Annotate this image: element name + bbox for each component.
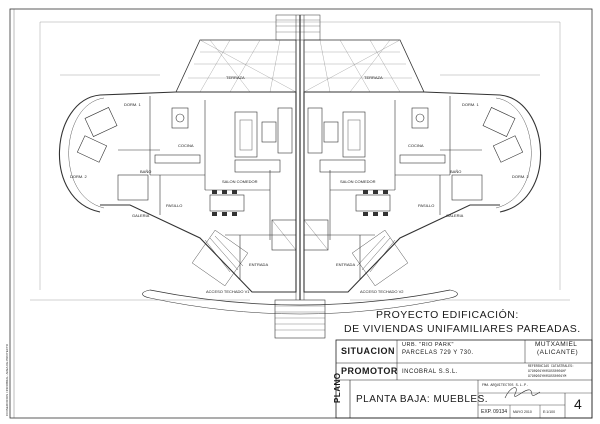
room-salon-left: SALON COMEDOR (222, 179, 258, 184)
situacion-label: SITUACION (341, 346, 395, 356)
promotor-name: INCOBRAL S.S.L. (402, 369, 458, 375)
plano-title: PLANTA BAJA: MUEBLES. (356, 394, 489, 405)
room-entrada-right: ENTRADA (336, 262, 356, 267)
plano-label: PLANO (333, 372, 342, 404)
situacion-refs-label: REFERENCIAS CATASTRALES: (528, 364, 574, 368)
room-terraza-right: TERRAZA (364, 75, 383, 80)
room-entrada-left: ENTRADA (249, 262, 269, 267)
room-acceso-left: ACCESO TECHADO V1 (206, 289, 250, 294)
room-cocina-right: COCINA (408, 143, 424, 148)
project-title-line1: PROYECTO EDIFICACIÓN: (376, 309, 519, 321)
room-galeria-right: GALERIA (446, 213, 464, 218)
room-dorm2-right: DORM. 2 (512, 174, 529, 179)
room-dorm2-left: DORM. 2 (70, 174, 87, 179)
room-cocina-left: COCINA (178, 143, 194, 148)
plano-escala: E:1/100 (543, 410, 556, 414)
room-pasillo-left: PASILLO (166, 203, 183, 208)
dimension-lines (30, 21, 570, 301)
room-acceso-right: ACCESO TECHADO V2 (360, 289, 404, 294)
situacion-address-1: URB. "RIO PARK" (402, 342, 454, 348)
project-title-line2: DE VIVIENDAS UNIFAMILIARES PAREADAS. (344, 323, 581, 335)
title-block (335, 339, 593, 419)
room-pasillo-right: PASILLO (418, 203, 435, 208)
plano-number: 4 (574, 396, 583, 412)
room-terraza-left: TERRAZA (226, 75, 245, 80)
room-bano-right: BAÑO (450, 169, 462, 174)
promotor-label: PROMOTOR (341, 366, 398, 376)
situacion-address-2: PARCELAS 729 Y 730. (402, 350, 474, 356)
situacion-ref-1: 9790901YH0595S0001HF (528, 369, 567, 373)
room-bano-left: BAÑO (140, 169, 152, 174)
room-dorm1-left: DORM. 1 (124, 102, 141, 107)
room-galeria-left: GALERIA (132, 213, 150, 218)
room-salon-right: SALON COMEDOR (340, 179, 376, 184)
floor-plan (58, 14, 542, 339)
sheet-border (9, 8, 593, 419)
plano-fecha: MAYO 2010 (513, 410, 532, 414)
side-margin-note: CIVISERVICIOS / INCOBRAL: AREA DE PROYEC… (5, 343, 9, 416)
situacion-city-1: MUTXAMIEL (535, 341, 578, 348)
signature (504, 387, 541, 399)
plano-firm: FMA ARQUITECTOS S.L.P. (482, 384, 529, 388)
situacion-ref-2: 9790902YH0595S0001YM (528, 374, 567, 378)
plano-exp: EXP. 09134 (481, 409, 508, 415)
room-dorm1-right: DORM. 1 (462, 102, 479, 107)
situacion-city-2: (ALICANTE) (537, 349, 579, 356)
